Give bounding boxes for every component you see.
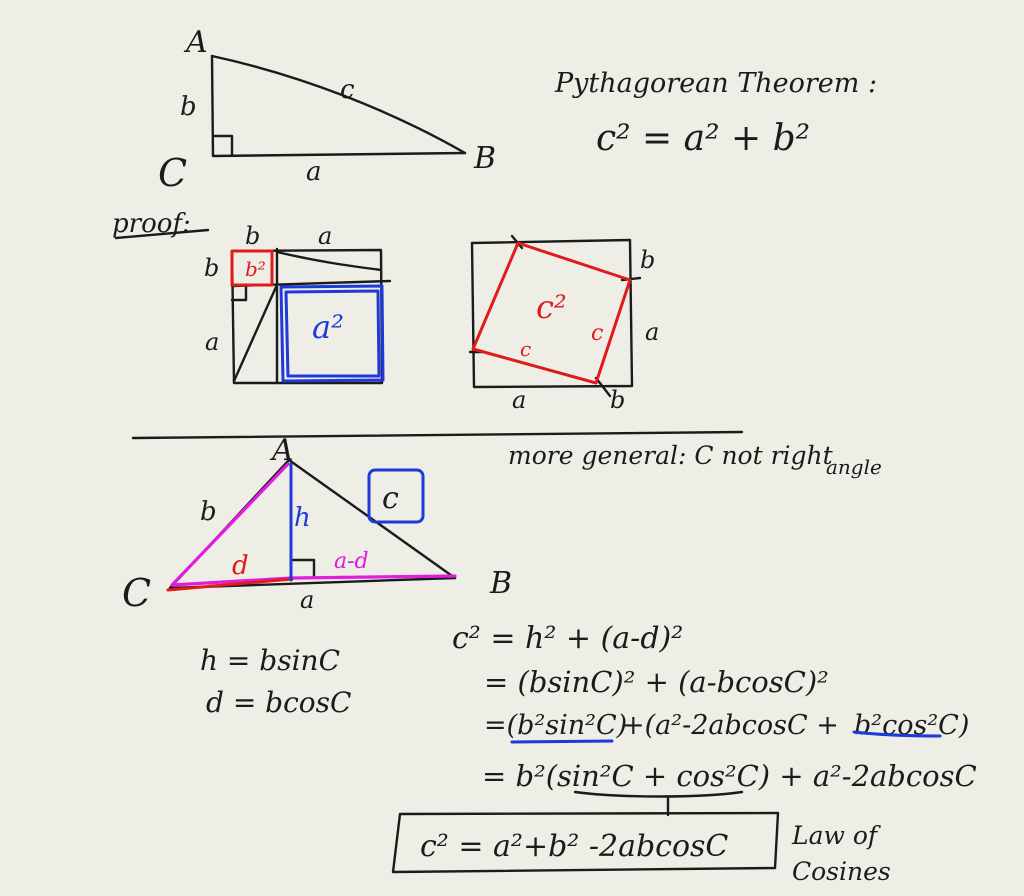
brace-under-identity [573, 790, 744, 798]
general-side-b-label: b [200, 497, 217, 527]
left-side-a-label: a [205, 328, 219, 356]
boxed-c [367, 468, 425, 524]
side-b-label: b [180, 92, 197, 122]
general-heading-line2: angle [826, 455, 882, 479]
section-divider [131, 430, 744, 440]
derivation-line-4: = b²(sin²C + cos²C) + a²-2abcosC [482, 759, 977, 793]
derivation-line-3-part-2: +(a²-2abcosC + [622, 710, 839, 741]
general-heading: more general: C not right [508, 441, 834, 470]
left-top-b-label: b [245, 222, 260, 250]
proof-underline [114, 228, 210, 240]
a-minus-d-label: a-d [334, 549, 369, 574]
base-a-label: a [300, 586, 314, 614]
law-of-cosines-formula: c² = a²+b² -2abcosC [420, 829, 728, 864]
d-segment [166, 577, 294, 592]
side-a-label: a [306, 157, 322, 187]
general-vertex-a-label: A [269, 433, 294, 468]
right-triangle [210, 54, 467, 158]
vertex-a-label: A [183, 25, 208, 60]
derivation-line-3-part-1: =(b²sin²C) [484, 710, 627, 741]
underline-cos2 [852, 730, 942, 738]
derivation-line-1: c² = h² + (a-d)² [452, 621, 683, 656]
d-relation: d = bcosC [206, 686, 351, 719]
inner-square-label: c² [536, 288, 567, 326]
underline-sin2 [510, 739, 614, 744]
right-side-b-label: b [640, 246, 655, 274]
law-of-cosines-label-line-2: Cosines [792, 857, 891, 886]
left-side-b-label: b [204, 254, 219, 282]
pythagorean-title: Pythagorean Theorem : [554, 68, 877, 99]
vertex-b-label: B [473, 141, 496, 176]
d-label: d [232, 551, 249, 581]
inner-c-bottom-label: c [520, 337, 531, 361]
result-box [391, 811, 780, 874]
vertex-c-label: C [158, 151, 187, 195]
left-subtriangle-outline [170, 462, 294, 587]
height-label: h [294, 503, 311, 533]
boxed-c-label: c [382, 481, 399, 516]
a-minus-d-segment [290, 574, 457, 580]
general-vertex-c-label: C [122, 571, 151, 615]
side-c-label: c [340, 75, 355, 105]
right-bottom-b-label: b [610, 386, 625, 414]
small-square-b2 [230, 249, 274, 287]
right-side-a-label: a [645, 318, 659, 346]
big-square-a2 [279, 284, 385, 383]
derivation-line-2: = (bsinC)² + (a-bcosC)² [484, 665, 829, 699]
law-of-cosines-label-line-1: Law of [791, 821, 881, 850]
big-square-label: a² [312, 308, 344, 346]
left-top-a-label: a [318, 222, 332, 250]
general-vertex-b-label: B [489, 566, 512, 601]
small-square-label: b² [245, 257, 266, 281]
right-bottom-a-label: a [512, 386, 526, 414]
pythagorean-formula: c² = a² + b² [596, 118, 810, 159]
inner-square-c2 [471, 241, 632, 385]
h-relation: h = bsinC [200, 644, 340, 677]
inner-c-right-label: c [591, 321, 603, 346]
